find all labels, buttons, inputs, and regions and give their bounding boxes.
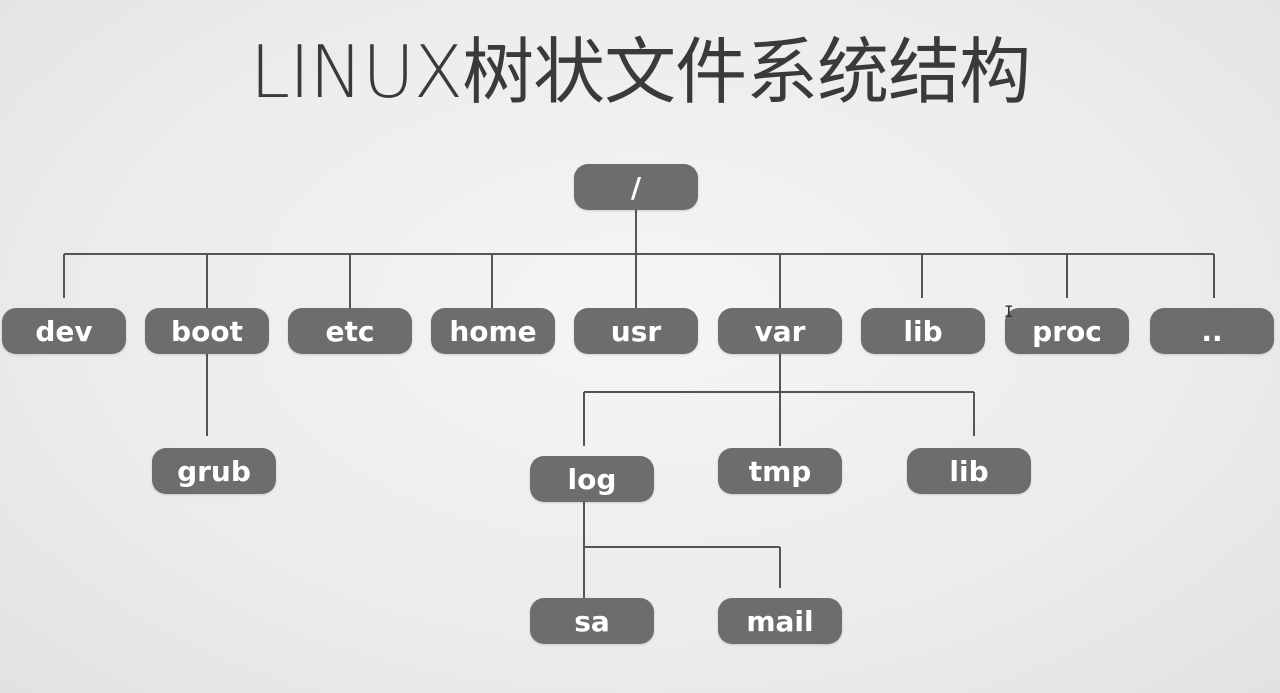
node-mail: mail xyxy=(718,598,842,644)
node-root: / xyxy=(574,164,698,210)
node-log: log xyxy=(530,456,654,502)
node-tmp: tmp xyxy=(718,448,842,494)
node-usr: usr xyxy=(574,308,698,354)
node-etc: etc xyxy=(288,308,412,354)
diagram-title: LINUX树状文件系统结构 xyxy=(249,30,1031,114)
node-dev: dev xyxy=(2,308,126,354)
node-boot: boot xyxy=(145,308,269,354)
text-cursor-icon: I xyxy=(1004,302,1014,321)
node-var: var xyxy=(718,308,842,354)
node-grub: grub xyxy=(152,448,276,494)
node-sa: sa xyxy=(530,598,654,644)
node-home: home xyxy=(431,308,555,354)
node-lib: lib xyxy=(861,308,985,354)
node-var-lib: lib xyxy=(907,448,1031,494)
node-proc: proc xyxy=(1005,308,1129,354)
node-more: .. xyxy=(1150,308,1274,354)
